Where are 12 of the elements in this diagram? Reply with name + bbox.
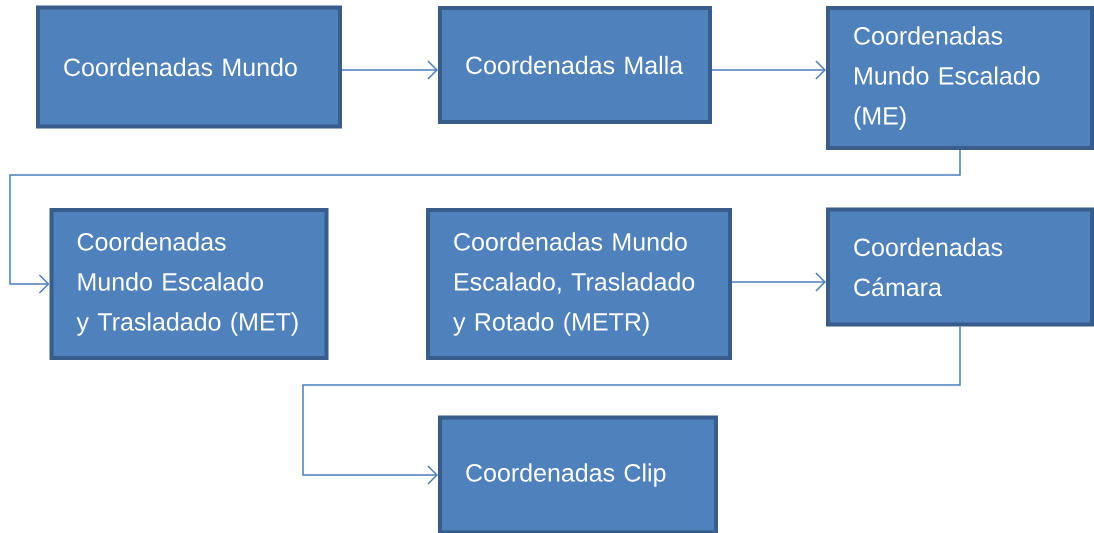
arrow: [9, 149, 961, 294]
process-box: Coordenadas Cámara: [826, 207, 1094, 327]
arrow: [302, 325, 961, 485]
process-box: Coordenadas Mundo Escalado (ME): [826, 6, 1094, 150]
arrow: [731, 272, 826, 292]
arrow: [711, 60, 826, 80]
arrow: [341, 60, 438, 80]
process-box: Coordenadas Malla: [438, 6, 712, 124]
process-box: Coordenadas Mundo Escalado y Trasladado (MET): [49, 208, 329, 360]
process-box: Coordenadas Clip: [438, 415, 718, 533]
process-box: Coordenadas Mundo: [36, 5, 342, 129]
process-box: Coordenadas Mundo Escalado, Trasladado y Rotado (METR): [426, 208, 732, 360]
